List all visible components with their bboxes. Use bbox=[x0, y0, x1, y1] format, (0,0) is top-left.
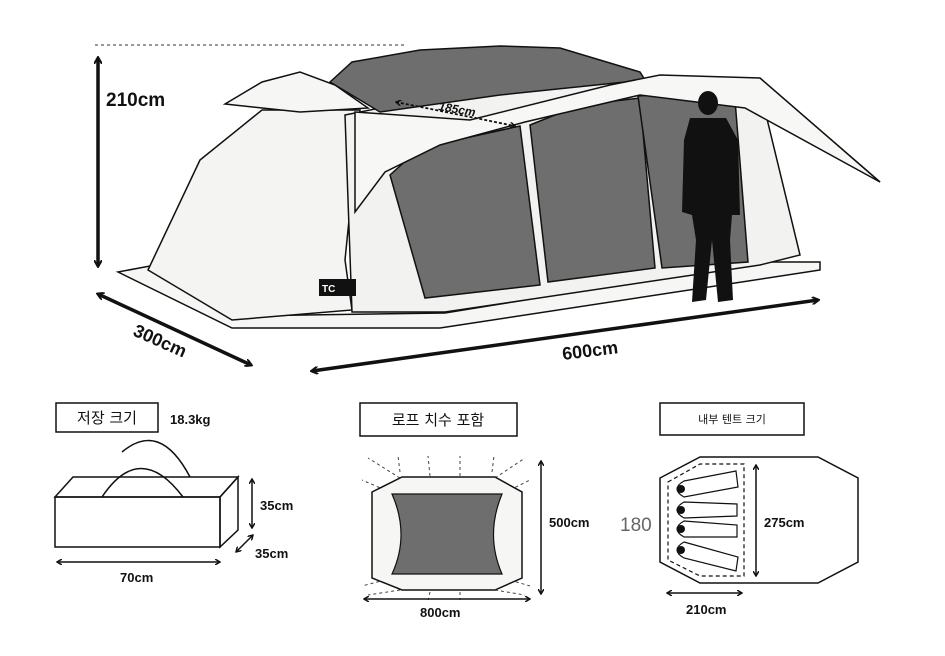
width-arrow bbox=[98, 294, 251, 365]
storage-title: 저장 크기 bbox=[77, 409, 137, 427]
bag-handle bbox=[101, 439, 191, 498]
height-label: 210cm bbox=[106, 90, 165, 111]
bag-depth-arrow bbox=[236, 535, 253, 552]
sleeping-bags bbox=[676, 470, 739, 572]
inner-span-label: 185cm bbox=[437, 99, 477, 119]
bag-side bbox=[219, 475, 239, 549]
inner-height-label: 275cm bbox=[764, 515, 804, 530]
inner-title-box bbox=[659, 402, 805, 436]
rope-height-label: 500cm bbox=[549, 515, 589, 530]
rope-title-box bbox=[359, 402, 518, 437]
brand-logo bbox=[319, 279, 356, 296]
bag-front bbox=[54, 496, 221, 548]
bag-top bbox=[53, 476, 240, 498]
tent-window-panel bbox=[529, 97, 656, 283]
brand-logo-text: TC bbox=[322, 284, 335, 295]
side-awning bbox=[354, 74, 881, 215]
sleeper-heads bbox=[677, 485, 685, 554]
inner-title: 내부 텐트 크기 bbox=[698, 413, 766, 426]
inner-span-arrow bbox=[396, 102, 515, 126]
front-canopy bbox=[222, 71, 371, 113]
guy-ropes bbox=[361, 455, 531, 601]
tent-top-inner bbox=[391, 493, 503, 575]
rope-size-section: 로프 치수 포함 500cm 800cm bbox=[359, 402, 589, 620]
inner-tent-dashed bbox=[667, 463, 745, 577]
bag-depth-label: 35cm bbox=[255, 546, 288, 561]
rope-width-label: 800cm bbox=[420, 605, 460, 620]
awning-guy-line bbox=[759, 77, 881, 183]
inner-tent-section: 내부 텐트 크기 180 275cm 210cm bbox=[620, 402, 859, 617]
person-silhouette bbox=[682, 91, 740, 302]
storage-weight: 18.3kg bbox=[170, 412, 211, 427]
inner-side-label: 180 bbox=[620, 515, 652, 536]
storage-size-section: 저장 크기 18.3kg 35cm 35cm 70cm bbox=[53, 402, 293, 585]
length-arrow bbox=[312, 300, 818, 371]
main-tent-view: 210cm TC 185cm 300cm 600 bbox=[95, 44, 881, 371]
length-label: 600cm bbox=[561, 337, 619, 364]
inner-floor-outline bbox=[659, 456, 859, 584]
storage-title-box bbox=[55, 402, 159, 433]
inner-width-label: 210cm bbox=[686, 602, 726, 617]
rope-title: 로프 치수 포함 bbox=[392, 411, 485, 429]
bag-height-label: 35cm bbox=[260, 498, 293, 513]
width-label: 300cm bbox=[130, 320, 189, 361]
bag-length-label: 70cm bbox=[120, 570, 153, 585]
